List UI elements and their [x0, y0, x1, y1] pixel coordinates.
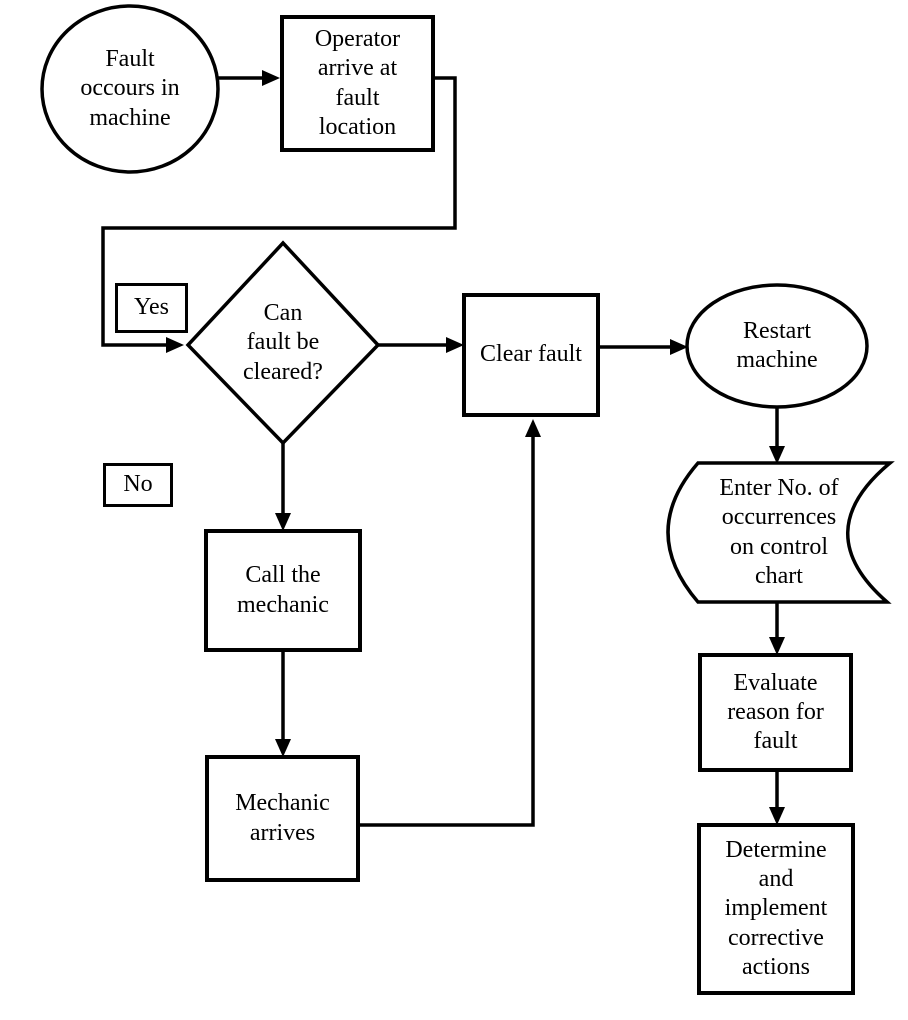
arrowhead-mechanic-arrives-to-clear-fault	[525, 419, 541, 437]
arrowhead-decision-to-clear-fault	[446, 337, 464, 353]
node-clear-fault: Clear fault	[462, 293, 600, 417]
arrowhead-fault-to-operator	[262, 70, 280, 86]
control-chart-stored-data-shape	[666, 461, 895, 604]
arrowhead-call-mechanic-to-mechanic-arrives	[275, 739, 291, 757]
node-operator-arrive: Operator arrive at fault location	[280, 15, 435, 152]
node-corrective-actions: Determine and implement corrective actio…	[697, 823, 855, 995]
arrowhead-clear-fault-to-restart	[670, 339, 688, 355]
arrowhead-restart-to-control-chart	[769, 446, 785, 464]
arrowhead-decision-to-call-mechanic	[275, 513, 291, 531]
edge-mechanic-arrives-to-clear-fault	[360, 437, 535, 827]
node-call-mechanic: Call the mechanic	[204, 529, 362, 652]
decision-diamond	[185, 240, 381, 446]
arrowhead-operator-to-decision	[166, 337, 184, 353]
branch-label-yes: Yes	[115, 283, 188, 333]
node-evaluate-reason: Evaluate reason for fault	[698, 653, 853, 772]
branch-label-no: No	[103, 463, 173, 507]
restart-machine-ellipse	[685, 283, 869, 409]
arrowhead-evaluate-to-corrective	[769, 807, 785, 825]
edge-operator-to-decision	[101, 76, 457, 347]
arrowhead-control-chart-to-evaluate	[769, 637, 785, 655]
node-mechanic-arrives: Mechanic arrives	[205, 755, 360, 882]
fault-occurs-ellipse	[40, 4, 220, 174]
